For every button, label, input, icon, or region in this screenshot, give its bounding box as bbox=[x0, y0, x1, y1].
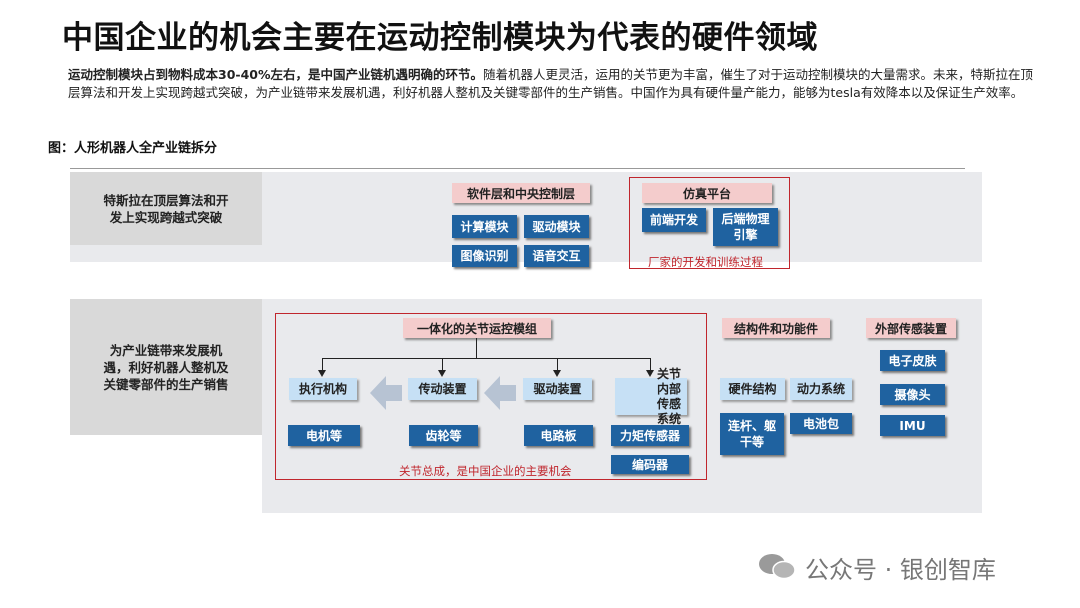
bottom-label: 为产业链带来发展机遇，利好机器人整机及关键零部件的生产销售 bbox=[70, 299, 262, 435]
torque-sensor: 力矩传感器 bbox=[611, 425, 689, 446]
transmission: 传动装置 bbox=[408, 378, 477, 400]
camera: 摄像头 bbox=[880, 384, 945, 405]
imu: IMU bbox=[880, 415, 945, 436]
hardware-structure: 硬件结构 bbox=[720, 378, 785, 400]
encoder: 编码器 bbox=[611, 455, 689, 474]
top-label: 特斯拉在顶层算法和开发上实现跨越式突破 bbox=[70, 172, 262, 245]
flow-arrow-left-icon bbox=[370, 376, 402, 410]
joint-header: 一体化的关节运控模组 bbox=[403, 318, 551, 338]
frontend-dev: 前端开发 bbox=[642, 208, 706, 232]
wechat-icon bbox=[759, 554, 796, 580]
connector bbox=[322, 358, 650, 359]
connector bbox=[322, 358, 323, 372]
connector bbox=[442, 358, 443, 372]
image-recognition: 图像识别 bbox=[452, 245, 517, 267]
drive-module: 驱动模块 bbox=[524, 215, 589, 238]
connector bbox=[650, 358, 651, 372]
sensors-header: 外部传感装置 bbox=[866, 318, 956, 338]
arrow-down-icon bbox=[553, 370, 561, 377]
divider bbox=[70, 168, 965, 169]
backend-physics-engine: 后端物理引擎 bbox=[713, 208, 778, 246]
voice-interaction: 语音交互 bbox=[524, 245, 589, 267]
connector bbox=[476, 338, 477, 358]
figure-caption: 图：人形机器人全产业链拆分 bbox=[48, 141, 218, 156]
arrow-down-icon bbox=[646, 370, 654, 377]
actuator: 执行机构 bbox=[289, 378, 357, 400]
intro-text: 随着机器人更灵活，运用的关节更为丰富，催生了对于运动控制模块的大量需求。未来，特… bbox=[68, 67, 1034, 100]
software-header: 软件层和中央控制层 bbox=[452, 183, 590, 203]
joint-sensing-system: 关节内部传感系统 bbox=[615, 367, 687, 426]
sim-highlight-box bbox=[629, 177, 790, 269]
intro-bold: 运动控制模块占到物料成本30-40%左右，是中国产业链机遇明确的环节。 bbox=[68, 67, 484, 82]
intro-paragraph: 运动控制模块占到物料成本30-40%左右，是中国产业链机遇明确的环节。随着机器人… bbox=[68, 66, 1043, 101]
page-title: 中国企业的机会主要在运动控制模块为代表的硬件领域 bbox=[62, 20, 818, 56]
power-system: 动力系统 bbox=[790, 378, 852, 400]
connector bbox=[557, 358, 558, 372]
arrow-down-icon bbox=[318, 370, 326, 377]
battery-pack: 电池包 bbox=[790, 413, 852, 434]
structure-header: 结构件和功能件 bbox=[722, 318, 830, 338]
links-torso: 连杆、躯干等 bbox=[720, 413, 784, 455]
sim-note: 厂家的开发和训练过程 bbox=[648, 255, 763, 269]
arrow-down-icon bbox=[438, 370, 446, 377]
drive-unit: 驱动装置 bbox=[523, 378, 592, 400]
circuit-board: 电路板 bbox=[524, 425, 593, 446]
gears: 齿轮等 bbox=[409, 425, 478, 446]
joint-note: 关节总成，是中国企业的主要机会 bbox=[399, 464, 572, 478]
motor: 电机等 bbox=[288, 425, 360, 446]
watermark: 公众号 · 银创智库 bbox=[805, 556, 996, 584]
flow-arrow-left-icon bbox=[484, 376, 516, 410]
electronic-skin: 电子皮肤 bbox=[880, 350, 945, 371]
compute-module: 计算模块 bbox=[452, 215, 517, 238]
sim-header: 仿真平台 bbox=[642, 183, 772, 203]
joint-highlight-box bbox=[275, 313, 707, 480]
